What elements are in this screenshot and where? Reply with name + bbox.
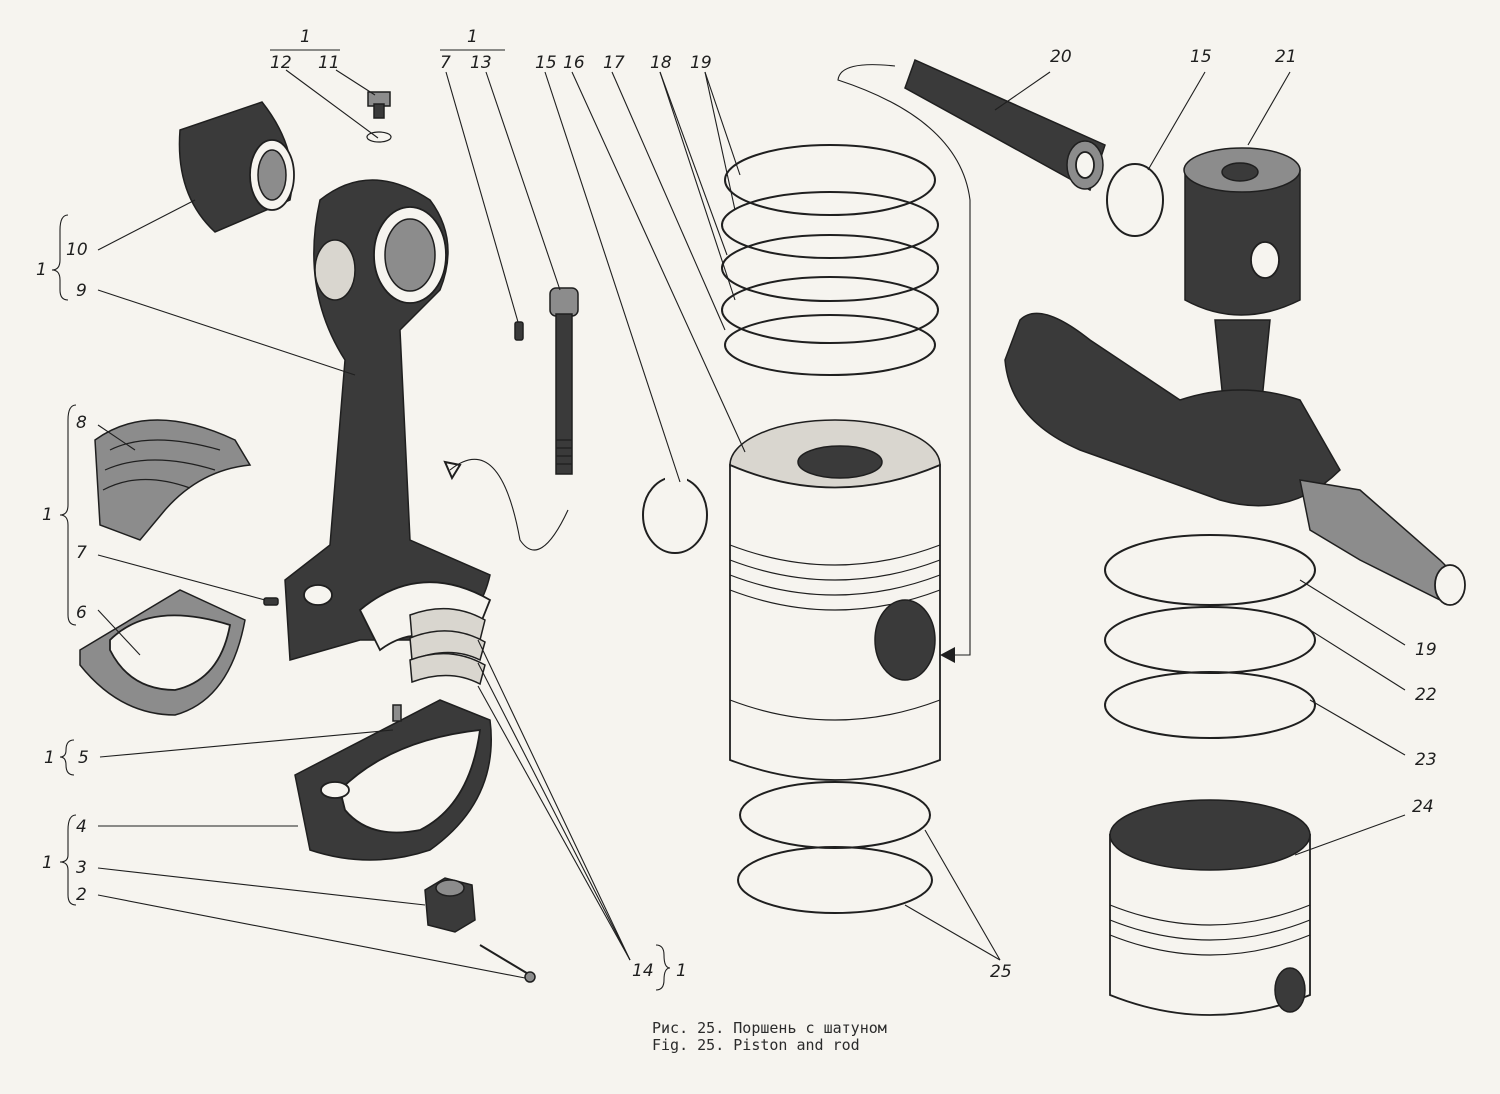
- label-12: 12: [270, 53, 292, 73]
- label-3: 3: [76, 858, 87, 878]
- label-21: 21: [1275, 47, 1297, 67]
- label-14: 14: [632, 961, 654, 981]
- label-25: 25: [990, 962, 1012, 982]
- label-19-right: 19: [1415, 640, 1437, 660]
- label-15-right: 15: [1190, 47, 1212, 67]
- label-1-brace-10: 1: [36, 260, 47, 280]
- caption-russian: Рис. 25. Поршень с шатуном: [652, 1019, 887, 1037]
- assembly-arrow-right: [837, 64, 971, 663]
- label-1-top-mid: 1: [467, 27, 478, 47]
- label-1-brace-shells: 1: [42, 505, 53, 525]
- label-6: 6: [76, 603, 87, 623]
- upper-bearing-shell: [94, 419, 252, 541]
- label-1-brace-cap: 1: [42, 853, 53, 873]
- piston-pin: [904, 58, 1106, 192]
- label-22: 22: [1415, 685, 1437, 705]
- connecting-rod: [284, 179, 492, 661]
- oil-scraper-rings: [737, 781, 933, 914]
- adjusting-shims: [409, 607, 486, 686]
- rod-nut: [424, 877, 476, 933]
- label-10: 10: [66, 240, 88, 260]
- label-1-brace-5: 1: [44, 748, 55, 768]
- leader-lines: [51, 49, 1406, 991]
- label-4: 4: [76, 817, 87, 837]
- connecting-rod-bushing: [178, 101, 295, 233]
- label-19-top: 19: [690, 53, 712, 73]
- label-8: 8: [76, 413, 87, 433]
- diesel-piston: [729, 419, 941, 781]
- label-1-brace-14: 1: [676, 961, 687, 981]
- label-5: 5: [78, 748, 89, 768]
- part-labels: 1 12 11 1 7 13 15 16 17 18 19 20 15 21 1…: [36, 27, 1437, 982]
- piston-rings-right-set: [1104, 534, 1316, 739]
- label-7-top: 7: [440, 53, 451, 73]
- label-13: 13: [470, 53, 492, 73]
- label-1-top-left: 1: [300, 27, 311, 47]
- dowel-pin: [263, 321, 524, 606]
- piston-pin-circlip: [642, 476, 708, 554]
- label-7-left: 7: [76, 543, 87, 563]
- assembly-arrow-left: [443, 458, 569, 551]
- label-11: 11: [318, 53, 340, 73]
- lower-bearing-shell: [79, 589, 246, 716]
- piston-rings-upper-set: [721, 144, 939, 376]
- label-23: 23: [1415, 750, 1437, 770]
- label-17: 17: [603, 53, 625, 73]
- connecting-rod-bolt: [549, 287, 579, 475]
- piston-pin-circlip-right: [1106, 163, 1164, 237]
- figure-caption: Рис. 25. Поршень с шатуном Fig. 25. Pist…: [652, 1020, 887, 1054]
- label-16: 16: [563, 53, 585, 73]
- piston-with-combustion-chamber: [1109, 799, 1311, 1016]
- label-9: 9: [76, 281, 87, 301]
- label-15-top: 15: [535, 53, 557, 73]
- assembled-piston-crank: [1004, 147, 1466, 606]
- label-18: 18: [650, 53, 672, 73]
- bushing-screw: [366, 91, 392, 143]
- label-24: 24: [1412, 797, 1434, 817]
- label-2: 2: [76, 885, 87, 905]
- label-20: 20: [1050, 47, 1072, 67]
- connecting-rod-cap: [294, 699, 492, 861]
- cotter-pin: [479, 944, 536, 983]
- caption-english: Fig. 25. Piston and rod: [652, 1036, 860, 1054]
